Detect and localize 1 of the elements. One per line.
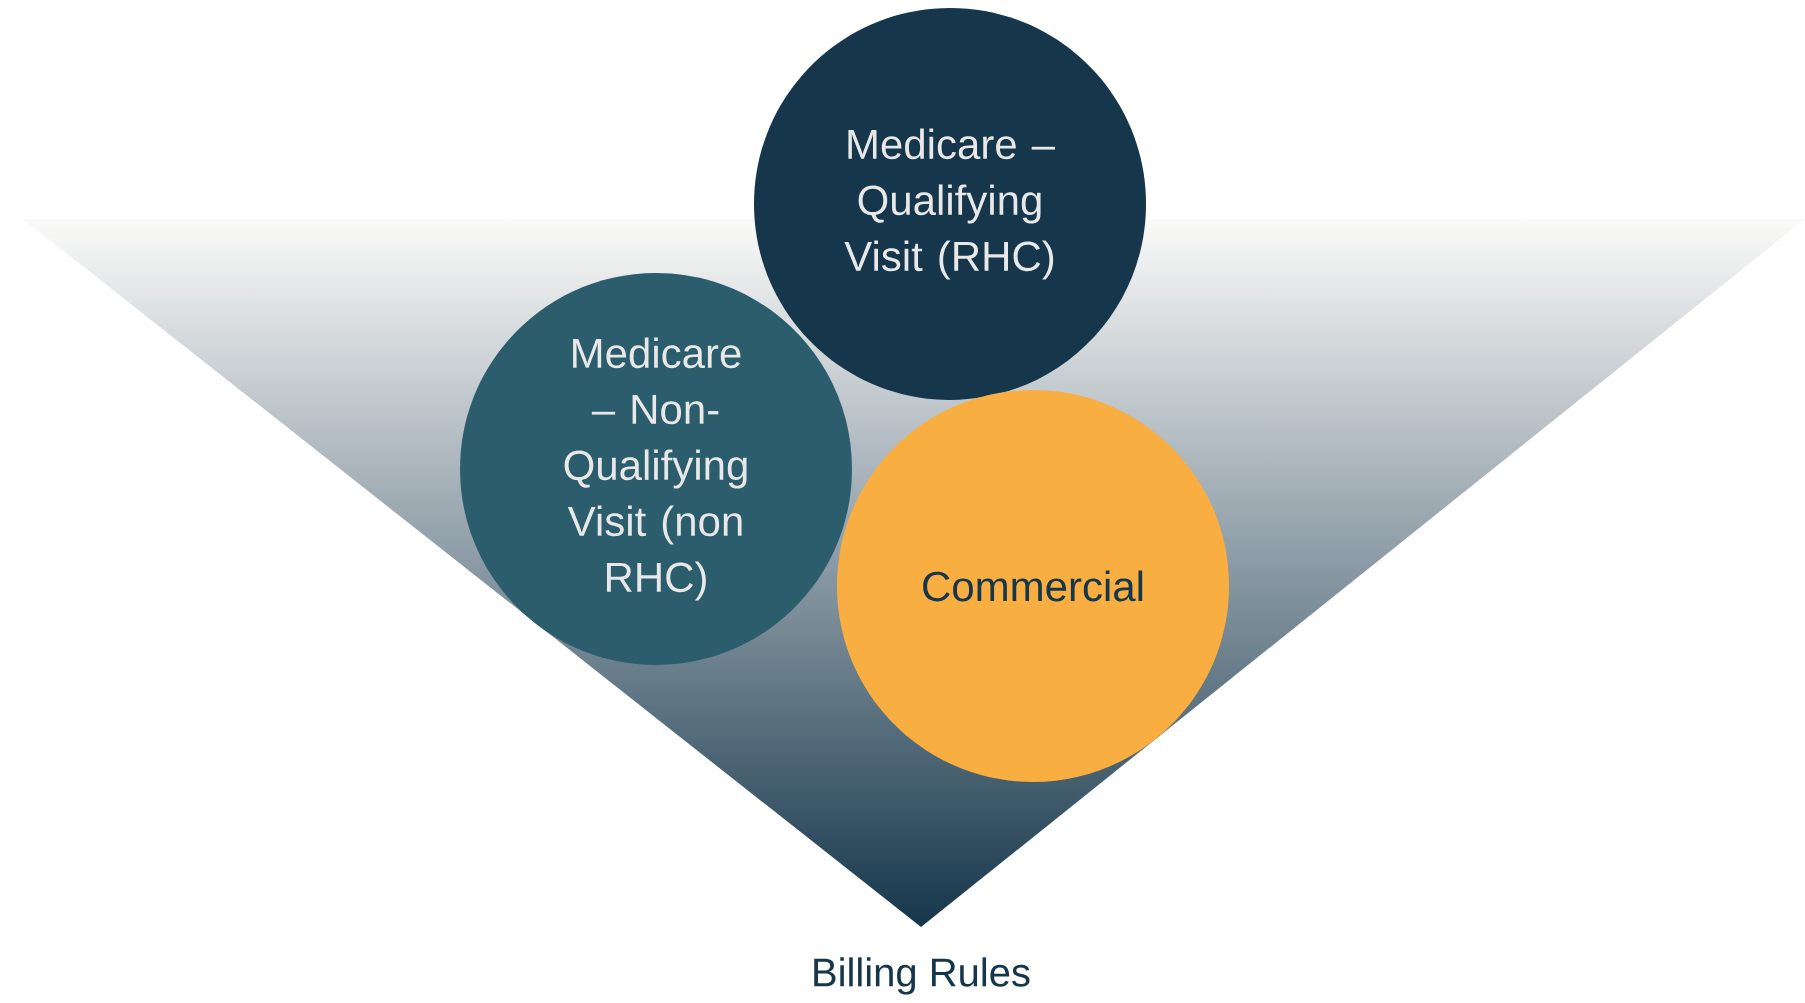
caption-text: Billing Rules bbox=[814, 957, 1030, 995]
